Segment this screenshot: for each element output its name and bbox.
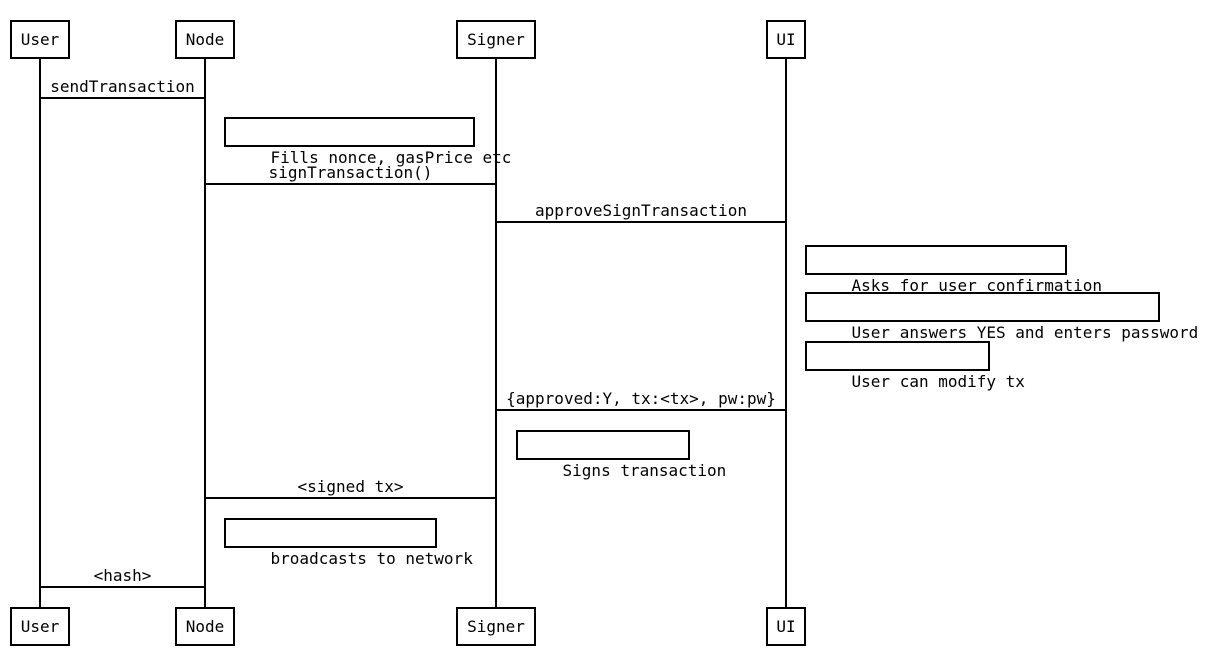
actor-label: User — [20, 617, 60, 636]
message-label: <signed tx> — [297, 477, 404, 496]
message-line — [40, 97, 205, 99]
message-label: signTransaction() — [268, 163, 433, 182]
note-user-answers-yes: User answers YES and enters password — [805, 292, 1198, 342]
note-text: Fills nonce, gasPrice etc — [270, 148, 512, 167]
message-approve-sign-transaction: approveSignTransaction — [496, 201, 786, 223]
actor-box-user-top: User — [10, 20, 70, 59]
actor-box-node-top: Node — [175, 20, 235, 59]
actor-box-signer-bottom: Signer — [456, 607, 536, 646]
note-asks-confirmation: Asks for user confirmation — [805, 245, 1102, 295]
actor-label: Signer — [467, 30, 525, 49]
lifeline-user — [39, 59, 41, 607]
message-line — [40, 586, 205, 588]
note-text: User can modify tx — [851, 372, 1025, 391]
message-label: <hash> — [93, 566, 152, 585]
actor-box-user-bottom: User — [10, 607, 70, 646]
note-text: Asks for user confirmation — [851, 276, 1102, 295]
message-approved-reply: {approved:Y, tx:<tx>, pw:pw} — [496, 389, 786, 411]
note-fills-nonce: Fills nonce, gasPrice etc — [224, 117, 511, 167]
note-user-can-modify: User can modify tx — [805, 341, 1025, 391]
note-broadcasts: broadcasts to network — [224, 518, 473, 568]
lifeline-node — [204, 59, 206, 607]
actor-label: Node — [185, 30, 225, 49]
message-sign-transaction: signTransaction() — [205, 163, 496, 185]
message-line — [496, 409, 786, 411]
actor-label: UI — [776, 30, 796, 49]
lifeline-signer — [495, 59, 497, 607]
actor-label: User — [20, 30, 60, 49]
message-line — [496, 221, 786, 223]
message-send-transaction: sendTransaction — [40, 77, 205, 99]
note-text: broadcasts to network — [270, 549, 473, 568]
message-line — [205, 183, 496, 185]
actor-box-signer-top: Signer — [456, 20, 536, 59]
actor-label: Node — [185, 617, 225, 636]
message-label: sendTransaction — [50, 77, 195, 96]
actor-box-ui-top: UI — [766, 20, 806, 59]
message-label: {approved:Y, tx:<tx>, pw:pw} — [506, 389, 776, 408]
note-signs-transaction: Signs transaction — [516, 430, 726, 480]
actor-label: UI — [776, 617, 796, 636]
message-line — [205, 497, 496, 499]
lifeline-ui — [785, 59, 787, 607]
actor-label: Signer — [467, 617, 525, 636]
message-label: approveSignTransaction — [535, 201, 747, 220]
actor-box-ui-bottom: UI — [766, 607, 806, 646]
note-text: User answers YES and enters password — [851, 323, 1199, 342]
message-hash: <hash> — [40, 566, 205, 588]
actor-box-node-bottom: Node — [175, 607, 235, 646]
note-text: Signs transaction — [562, 461, 727, 480]
message-signed-tx: <signed tx> — [205, 477, 496, 499]
